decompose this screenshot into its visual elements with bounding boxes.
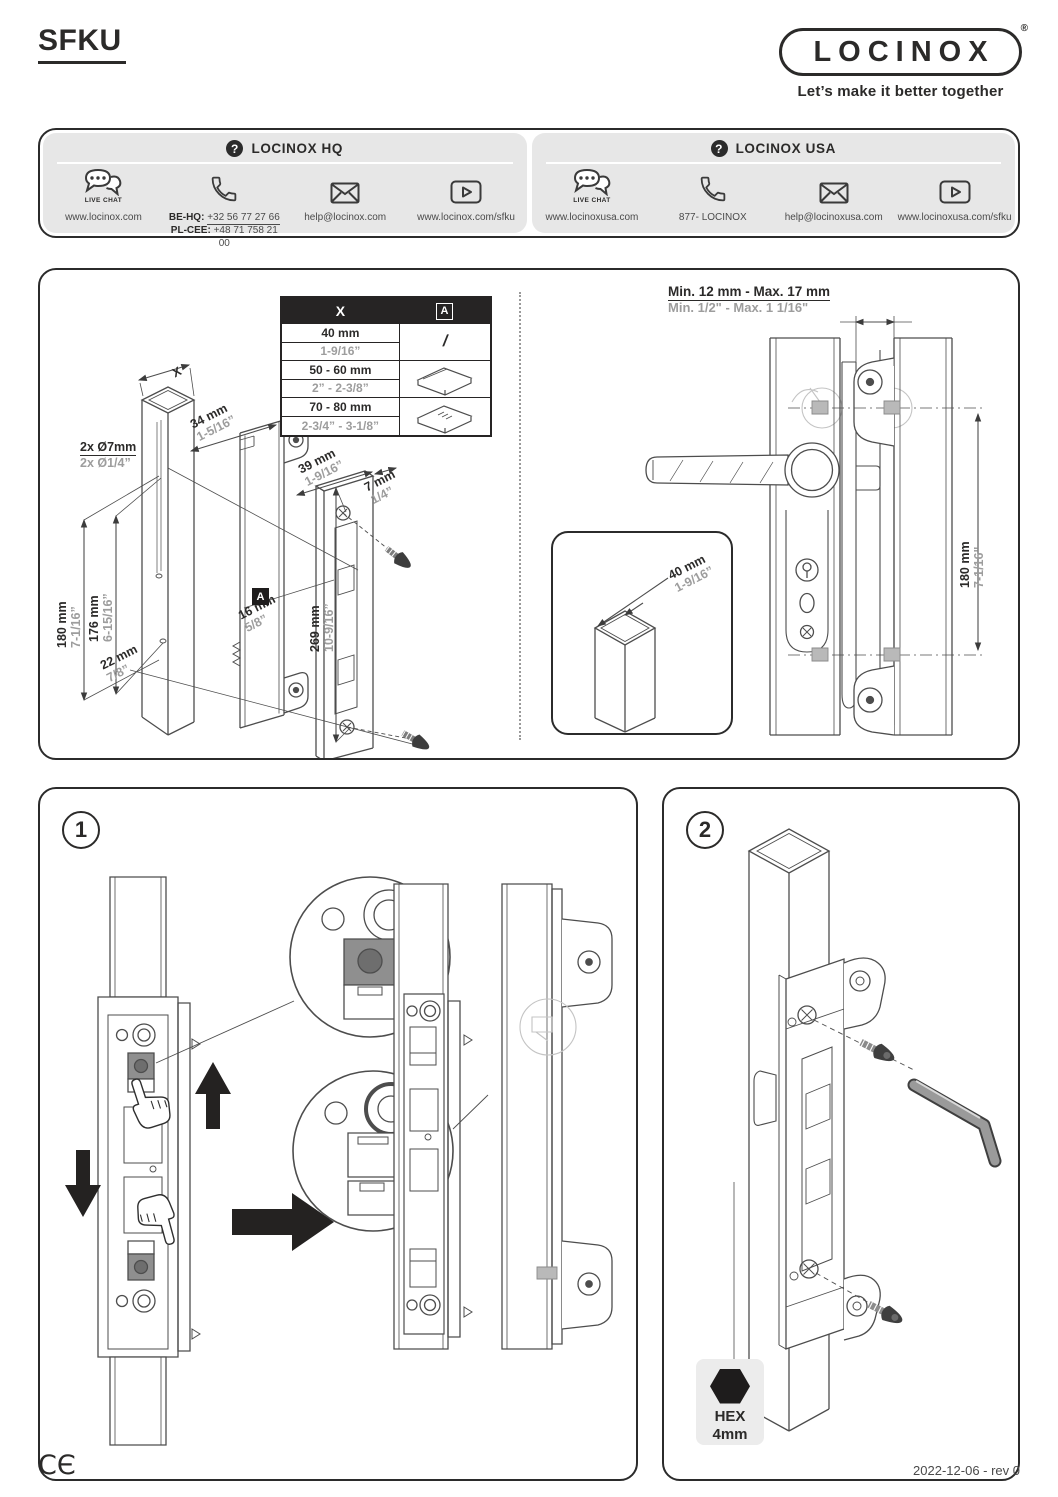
question-icon: ?	[710, 140, 728, 157]
down-arrow-icon	[65, 1150, 101, 1217]
panel-divider	[519, 292, 521, 740]
table-row-mm: 40 mm	[282, 324, 399, 343]
contact-hq-video-text: www.locinox.com/sfku	[417, 212, 515, 223]
side-view-drawing	[520, 270, 1020, 758]
contact-usa-video-text: www.locinoxusa.com/sfku	[897, 212, 1012, 223]
product-title: SFKU	[38, 24, 126, 64]
contact-usa-email-text: help@locinoxusa.com	[784, 212, 883, 223]
table-row-inch: 2-3/4” - 3-1/8”	[301, 418, 380, 433]
table-row-inch: 1-9/16”	[282, 343, 399, 361]
video-icon	[450, 180, 482, 204]
dim-269-mm: 269 mm	[308, 605, 322, 652]
step-2-number: 2	[686, 811, 724, 849]
divider	[545, 162, 1001, 164]
dimension-table: X A 40 mm 1-9/16” 50 - 60 mm 2” - 2-3/8”…	[280, 296, 492, 437]
step-2-panel: 2	[662, 787, 1020, 1481]
adjuster-bolts	[812, 401, 900, 661]
screw-icon	[867, 1301, 903, 1324]
hex-key-badge: HEX 4mm	[696, 1359, 764, 1445]
dim-176-inch: 6-15/16”	[101, 593, 115, 642]
contact-usa-title-text: LOCINOX USA	[735, 141, 836, 156]
contact-hq: ? LOCINOX HQ	[43, 133, 527, 249]
table-row-inch: 2” - 2-3/8”	[282, 380, 399, 398]
table-col-a: A	[435, 302, 453, 320]
contact-hq-chat: LIVE CHAT www.locinox.com	[43, 167, 164, 250]
contact-usa-website: www.locinoxusa.com	[545, 212, 639, 223]
phone1-label: BE-HQ:	[168, 212, 205, 223]
phone1-number: +32 56 77 27 66	[207, 212, 280, 225]
accessory-a-marker: A	[252, 588, 269, 605]
spacer-70-80-icon	[414, 400, 476, 434]
screw-icon	[401, 730, 430, 750]
gap-dim-mm: Min. 12 mm - Max. 17 mm	[668, 284, 831, 302]
hand-icon	[134, 1192, 182, 1250]
step-2-drawing	[664, 789, 1018, 1479]
no-accessory-mark: /	[440, 333, 449, 350]
allen-key-icon	[914, 1081, 995, 1161]
spacer-icon	[414, 362, 476, 396]
contact-hq-website: www.locinox.com	[65, 212, 142, 223]
contact-usa-chat: LIVE CHAT www.locinoxusa.com	[532, 167, 653, 224]
dim-176-mm: 176 mm	[87, 595, 101, 642]
live-chat-icon	[80, 168, 126, 196]
dim-holes-inch: 2x Ø1/4”	[80, 456, 131, 470]
gap-dim-inch: Min. 1/2" - Max. 1 1/16"	[668, 300, 809, 316]
hand-icon	[125, 1072, 175, 1131]
brand-tagline: Let’s make it better together	[797, 83, 1004, 100]
video-icon	[939, 180, 971, 204]
hex-label: HEX	[714, 1407, 746, 1425]
screw-icon	[859, 1039, 895, 1062]
contact-hq-email: help@locinox.com	[285, 167, 406, 250]
live-chat-label: LIVE CHAT	[573, 197, 611, 204]
dim-holes-mm: 2x Ø7mm	[80, 440, 137, 456]
contact-bar: ? LOCINOX HQ	[38, 128, 1020, 249]
logo-border: LOCINOX ®	[779, 23, 1028, 76]
up-arrow-icon	[195, 1062, 231, 1129]
dim-269-inch: 10-9/16”	[322, 603, 336, 652]
hex-size-label: 4mm	[712, 1426, 748, 1444]
next-step-arrow-icon	[232, 1193, 334, 1251]
contact-hq-title-text: LOCINOX HQ	[251, 141, 343, 156]
contact-usa-video: www.locinoxusa.com/sfku	[894, 167, 1015, 224]
logo-wordmark: LOCINOX	[813, 35, 995, 68]
live-chat-label: LIVE CHAT	[84, 197, 123, 204]
contact-hq-video: www.locinox.com/sfku	[406, 167, 527, 250]
step-1-drawing	[65, 789, 636, 1479]
dim-180-mm: 180 mm	[55, 601, 69, 648]
phone2-label: PL-CEE:	[170, 225, 211, 236]
email-icon	[819, 182, 849, 204]
contact-hq-title: ? LOCINOX HQ	[43, 140, 527, 157]
brand-logo: LOCINOX ® Let’s make it better together	[779, 23, 1028, 100]
contact-usa-title: ? LOCINOX USA	[532, 140, 1016, 157]
table-col-x: X	[335, 303, 346, 319]
side-view-diagram: Min. 12 mm - Max. 17 mm Min. 1/2" - Max.…	[520, 270, 1020, 758]
dimensions-panel: X 2x Ø7mm 2x Ø1/4” 34 mm 1-5/16” 39 mm 1…	[38, 268, 1020, 760]
revision-date: 2022-12-06 - rev 0	[913, 1463, 1020, 1478]
phone-icon	[209, 174, 239, 204]
contact-hq-phone: BE-HQ: +32 56 77 27 66 PL-CEE: +48 71 75…	[164, 167, 285, 250]
contact-hq-email-text: help@locinox.com	[304, 212, 387, 223]
contact-usa-phone-text: 877- LOCINOX	[678, 212, 747, 223]
hexagon-icon	[710, 1369, 750, 1404]
contact-usa-email: help@locinoxusa.com	[773, 167, 894, 224]
question-icon: ?	[226, 140, 244, 157]
divider	[57, 162, 513, 164]
step-1-number: 1	[62, 811, 100, 849]
screw-icon	[384, 546, 411, 568]
height-dim-inch: 7-1/16"	[972, 546, 986, 588]
phone2-number: +48 71 758 21 00	[213, 225, 278, 249]
step-1-panel: 1	[38, 787, 638, 1481]
exploded-mounting-diagram	[80, 364, 430, 758]
contact-usa: ? LOCINOX USA	[531, 133, 1016, 233]
dim-180-inch: 7-1/16”	[69, 606, 83, 648]
table-row-mm: 50 - 60 mm	[282, 361, 399, 380]
registered-mark: ®	[1020, 23, 1028, 34]
contact-usa-phone: 877- LOCINOX	[652, 167, 773, 224]
email-icon	[330, 182, 360, 204]
height-dim-mm: 180 mm	[958, 541, 972, 588]
live-chat-icon	[569, 168, 615, 196]
ce-mark: CЄ	[38, 1450, 76, 1481]
phone-icon	[698, 174, 728, 204]
table-row-mm: 70 - 80 mm	[282, 398, 399, 417]
